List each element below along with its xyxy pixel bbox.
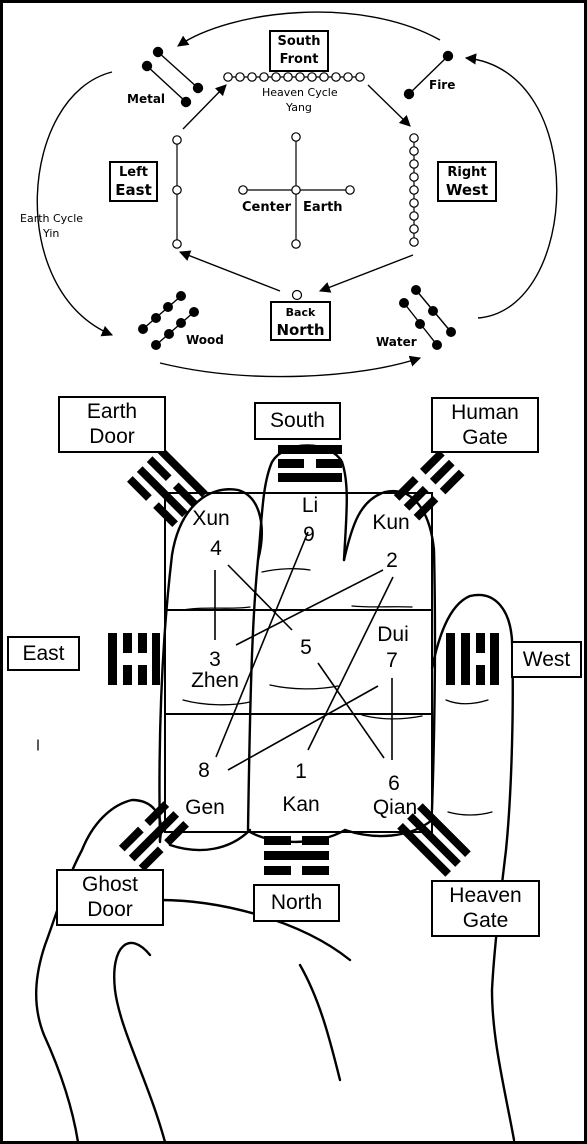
trigram-north [264,836,329,875]
palace-dui-name: Dui [377,623,409,646]
ghost-door-label: Ghost Door [56,869,164,926]
south-front-box: South Front [269,30,329,72]
south-label: South [254,402,341,440]
earth-door-label: Earth Door [58,396,166,453]
heaven-gate-label: Heaven Gate [431,880,540,937]
palace-xun-name: Xun [192,507,230,530]
left-east-line1: Left [119,165,148,180]
south-front-line1: South [277,34,321,49]
palace-qian-number: 6 [388,772,400,795]
right-west-box: Right West [437,161,497,202]
palace-zhen-number: 3 [209,648,221,671]
south-front-line2: Front [279,52,319,67]
earth-label: Earth [303,200,343,215]
water-label: Water [376,335,417,349]
back-north-line1: Back [285,306,316,319]
palace-kan-name: Kan [282,793,320,816]
palace-li-name: Li [301,494,319,517]
trigram-west [446,633,499,685]
wood-label: Wood [186,333,224,347]
left-east-line2: East [115,181,152,199]
palace-gen-number: 8 [198,759,210,782]
north-label: North [253,884,340,922]
palace-path [214,531,394,771]
palace-zhen-name: Zhen [191,669,239,692]
palace-kun-name: Kun [372,511,410,534]
north-bead [291,289,303,301]
west-beads [409,133,419,247]
human-gate-label: Human Gate [431,397,539,453]
east-beads [172,135,182,249]
metal-beads [141,46,204,108]
hand-details [37,568,493,816]
right-west-line2: West [445,181,489,199]
palace-center-number: 5 [300,636,312,659]
right-west-line1: Right [447,165,487,180]
trigram-earth-door [126,446,208,528]
yang-label: Yang [286,101,312,114]
palace-kun-number: 2 [386,549,398,572]
cycle-arrows [36,11,558,378]
water-beads [399,285,457,351]
yin-label: Yin [43,227,60,240]
lo-shu-grid [164,492,433,833]
palace-dui-number: 7 [386,649,398,672]
palace-li-number: 9 [303,523,315,546]
back-north-line2: North [276,321,325,339]
fire-label: Fire [429,78,456,92]
trigram-human-gate [393,449,465,521]
center-label: Center [242,200,292,215]
east-label: East [7,636,80,671]
center-beads [238,132,355,249]
palace-qian-name: Qian [372,796,418,819]
back-north-box: Back North [270,301,331,341]
trigram-south [278,445,342,482]
fire-beads [403,50,454,100]
left-east-box: Left East [109,161,158,202]
trigram-ghost-door [118,801,189,872]
west-label: West [511,641,582,678]
wood-beads [137,291,199,351]
heaven-cycle-label: Heaven Cycle [262,86,338,99]
trigram-east [108,633,160,685]
palace-gen-name: Gen [185,796,225,819]
trigram-heaven-gate [397,803,471,877]
palace-xun-number: 4 [210,537,222,560]
heaven-cycle-beads [223,72,365,82]
earth-cycle-label: Earth Cycle [20,212,84,225]
palace-kan-number: 1 [295,760,307,783]
metal-label: Metal [127,92,166,106]
